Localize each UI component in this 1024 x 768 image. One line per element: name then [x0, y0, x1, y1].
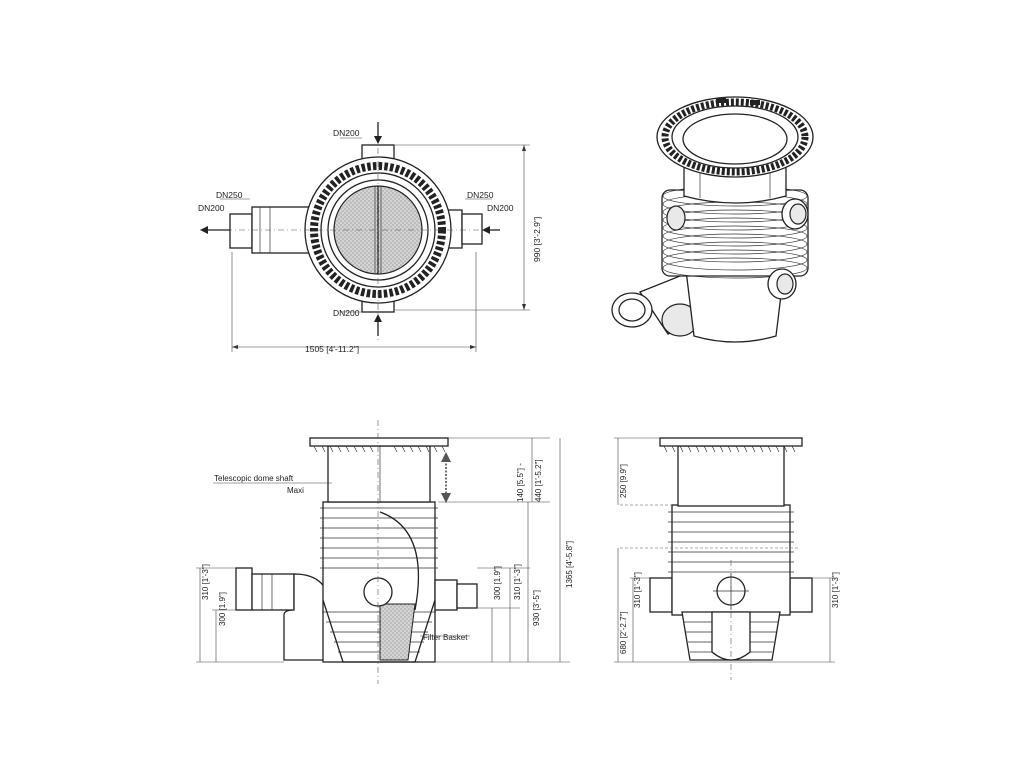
isometric-view — [611, 96, 814, 343]
side-dimensions — [614, 437, 835, 663]
side-dim-310-left: 310 [1'-3"] — [633, 572, 642, 608]
plan-right-outer-label: DN250 — [467, 190, 494, 200]
dim-total-height: 1365 [4'-5.8"] — [565, 541, 574, 588]
section-shaft — [327, 445, 431, 503]
side-dim-680: 680 [2'-2.7"] — [619, 611, 628, 654]
section-right-inlet — [434, 579, 458, 611]
dim-300-right: 300 [1.9"] — [493, 566, 502, 600]
side-shaft — [677, 445, 785, 507]
section-dimensions-right — [420, 437, 570, 663]
plan-flow-arrows — [200, 122, 500, 336]
telescopic-arrow-icon — [441, 452, 451, 503]
side-dim-310-right: 310 [1'-3"] — [831, 572, 840, 608]
plan-view: DN200 DN200 DN250 DN200 DN250 DN200 1505… — [198, 122, 542, 354]
telescopic-shaft-sub-label: Maxi — [287, 486, 304, 495]
section-grate — [309, 437, 449, 447]
plan-left-outer-label: DN250 — [216, 190, 243, 200]
section-filter-basket — [379, 603, 416, 661]
plan-width-dimension: 1505 [4'-11.2"] — [305, 344, 359, 354]
section-outlet-pipe — [235, 567, 331, 661]
dim-shaft-range: 140 [5.5"] - — [516, 463, 525, 502]
plan-right-inner-label: DN200 — [487, 203, 514, 213]
plan-dimensions — [231, 144, 530, 352]
section-view: Telescopic dome shaft Maxi Filter Basket… — [196, 420, 574, 684]
side-left-pipe — [649, 577, 673, 613]
dim-310-right: 310 [1'-3"] — [513, 564, 522, 600]
plan-bottom-inlet-label: DN200 — [333, 308, 360, 318]
side-grate — [659, 437, 803, 447]
dim-300-left: 300 [1.9"] — [218, 592, 227, 626]
dim-310-left: 310 [1'-3"] — [201, 564, 210, 600]
iso-lower-body — [684, 261, 786, 343]
plan-left-inner-label: DN200 — [198, 203, 225, 213]
filter-basket-label: Filter Basket — [423, 633, 468, 642]
side-right-pipe — [789, 577, 813, 613]
side-view: 250 [9.9"] 680 [2'-2.7"] 310 [1'-3"] 310… — [614, 437, 840, 680]
plan-height-dimension: 990 [3'-2.9"] — [532, 217, 542, 262]
plan-top-inlet-label: DN200 — [333, 128, 360, 138]
dim-shaft-range-2: 440 [1'-5.2"] — [534, 459, 543, 502]
dim-930: 930 [3'-5"] — [532, 590, 541, 626]
section-dimensions-left — [196, 567, 284, 663]
telescopic-shaft-label: Telescopic dome shaft — [214, 474, 294, 483]
iso-ribbed-barrel — [661, 185, 809, 279]
side-dim-250: 250 [9.9"] — [619, 464, 628, 498]
